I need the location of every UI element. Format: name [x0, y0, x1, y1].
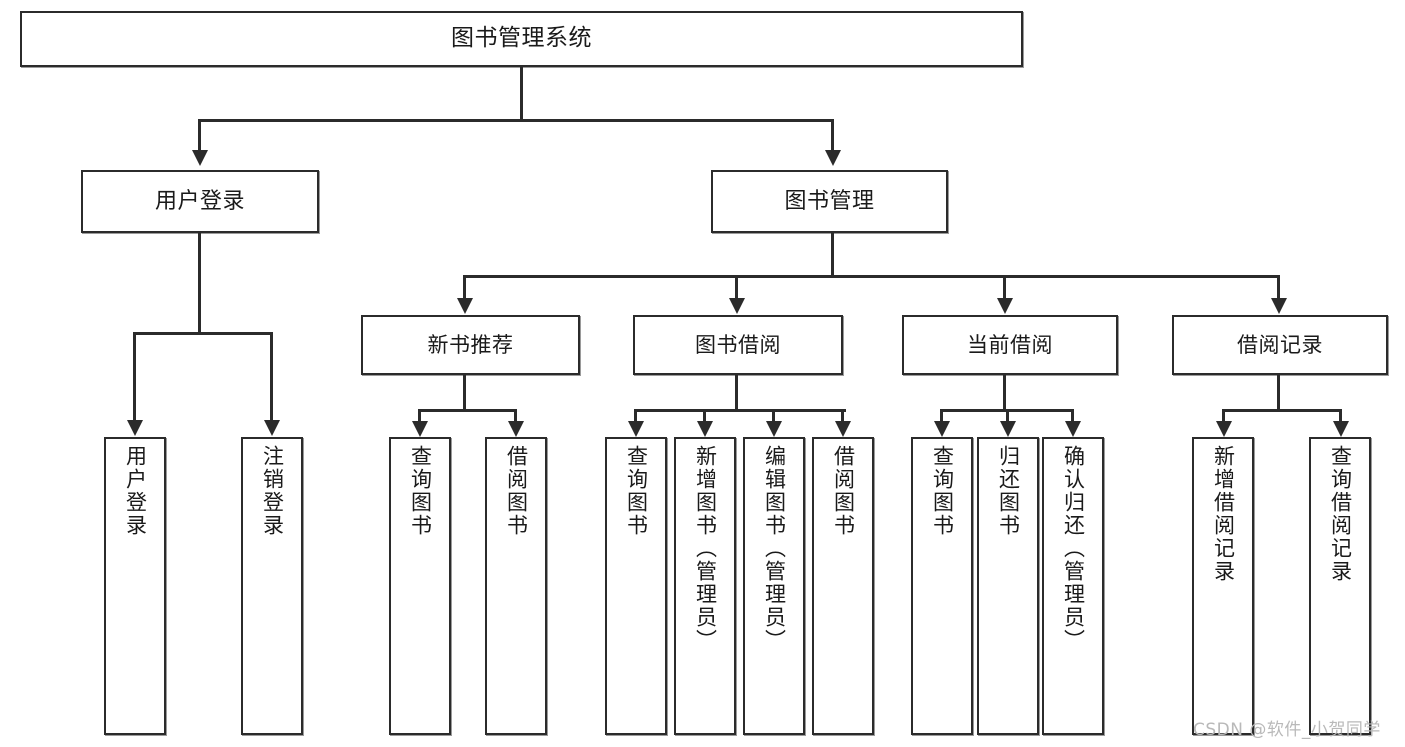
node-leaf-query-book-2[interactable]: 查询图书	[605, 437, 667, 735]
connector-book-borrow-to-leaf-4	[841, 409, 844, 423]
connector-current-borrow-to-leaf-3	[1071, 409, 1074, 423]
connector-new-book-bus	[418, 409, 517, 412]
arrowhead-to-leaf-add-book	[697, 421, 713, 437]
arrowhead-to-leaf-return-book	[1000, 421, 1016, 437]
node-leaf-confirm-return[interactable]: 确认归还（管理员）	[1042, 437, 1104, 735]
connector-user-login-to-leaf-1	[133, 332, 136, 421]
arrowhead-to-leaf-query-book-2	[628, 421, 644, 437]
node-leaf-return-book[interactable]: 归还图书	[977, 437, 1039, 735]
connector-book-borrow-bus	[634, 409, 846, 412]
connector-root-to-book-manage	[831, 119, 834, 151]
node-leaf-borrow-book-1[interactable]: 借阅图书	[485, 437, 547, 735]
node-user-login[interactable]: 用户登录	[81, 170, 319, 233]
connector-book-manage-to-current-borrow	[1003, 275, 1006, 299]
connector-root-to-user-login	[198, 119, 201, 151]
node-leaf-query-book-3[interactable]: 查询图书	[911, 437, 973, 735]
node-leaf-query-record[interactable]: 查询借阅记录	[1309, 437, 1371, 735]
arrowhead-to-leaf-confirm-return	[1065, 421, 1081, 437]
connector-root-stem	[520, 67, 523, 121]
node-leaf-user-login[interactable]: 用户登录	[104, 437, 166, 735]
arrowhead-to-user-login	[192, 150, 208, 166]
node-leaf-edit-book[interactable]: 编辑图书（管理员）	[743, 437, 805, 735]
connector-borrow-record-bus	[1222, 409, 1342, 412]
connector-user-login-to-leaf-2	[270, 332, 273, 421]
node-label: 注销登录	[260, 445, 285, 537]
node-label: 查询图书	[624, 445, 649, 537]
connector-borrow-record-to-leaf-1	[1222, 409, 1225, 423]
node-label: 图书管理	[784, 188, 875, 214]
connector-new-book-to-leaf-2	[514, 409, 517, 423]
node-leaf-add-book[interactable]: 新增图书（管理员）	[674, 437, 736, 735]
node-label: 编辑图书（管理员）	[762, 445, 787, 652]
connector-book-borrow-to-leaf-2	[703, 409, 706, 423]
arrowhead-to-leaf-query-book-3	[934, 421, 950, 437]
node-label: 确认归还（管理员）	[1061, 445, 1086, 652]
connector-user-login-stem	[198, 233, 201, 334]
connector-borrow-record-stem	[1277, 375, 1280, 411]
connector-book-borrow-stem	[735, 375, 738, 411]
node-label: 图书借阅	[695, 332, 781, 357]
connector-borrow-record-to-leaf-2	[1339, 409, 1342, 423]
node-leaf-borrow-book-2[interactable]: 借阅图书	[812, 437, 874, 735]
arrowhead-to-leaf-edit-book	[766, 421, 782, 437]
node-label: 查询图书	[408, 445, 433, 537]
connector-book-manage-stem	[831, 233, 834, 277]
node-label: 借阅图书	[504, 445, 529, 537]
connector-root-bus	[198, 119, 834, 122]
node-root-system[interactable]: 图书管理系统	[20, 11, 1023, 67]
node-label: 查询借阅记录	[1328, 445, 1353, 583]
connector-book-manage-bus	[463, 275, 1280, 278]
connector-current-borrow-stem	[1003, 375, 1006, 411]
node-label: 借阅记录	[1237, 332, 1323, 357]
node-leaf-add-record[interactable]: 新增借阅记录	[1192, 437, 1254, 735]
node-label: 图书管理系统	[451, 25, 592, 52]
arrowhead-to-leaf-logout	[264, 420, 280, 436]
node-label: 当前借阅	[967, 332, 1053, 357]
node-label: 归还图书	[996, 445, 1021, 537]
connector-current-borrow-to-leaf-1	[940, 409, 943, 423]
arrowhead-to-leaf-user-login	[127, 420, 143, 436]
node-new-book-recommend[interactable]: 新书推荐	[361, 315, 580, 375]
connector-book-manage-to-borrow-record	[1277, 275, 1280, 299]
node-current-borrow[interactable]: 当前借阅	[902, 315, 1118, 375]
node-book-borrow[interactable]: 图书借阅	[633, 315, 843, 375]
connector-book-borrow-to-leaf-3	[772, 409, 775, 423]
node-book-manage[interactable]: 图书管理	[711, 170, 948, 233]
node-label: 借阅图书	[831, 445, 856, 537]
arrowhead-to-leaf-query-book-1	[412, 421, 428, 437]
arrowhead-to-leaf-query-record	[1333, 421, 1349, 437]
connector-book-borrow-to-leaf-1	[634, 409, 637, 423]
node-label: 查询图书	[930, 445, 955, 537]
arrowhead-to-leaf-borrow-book-2	[835, 421, 851, 437]
connector-user-login-bus	[133, 332, 273, 335]
arrowhead-to-leaf-borrow-book-1	[508, 421, 524, 437]
arrowhead-to-current-borrow	[997, 298, 1013, 314]
connector-current-borrow-to-leaf-2	[1006, 409, 1009, 423]
node-label: 新增借阅记录	[1211, 445, 1236, 583]
arrowhead-to-new-book-recommend	[457, 298, 473, 314]
node-borrow-record[interactable]: 借阅记录	[1172, 315, 1388, 375]
node-label: 用户登录	[123, 445, 148, 537]
connector-book-manage-to-new-book	[463, 275, 466, 299]
arrowhead-to-book-manage	[825, 150, 841, 166]
arrowhead-to-leaf-add-record	[1216, 421, 1232, 437]
node-leaf-query-book-1[interactable]: 查询图书	[389, 437, 451, 735]
connector-new-book-stem	[463, 375, 466, 411]
arrowhead-to-book-borrow	[729, 298, 745, 314]
arrowhead-to-borrow-record	[1271, 298, 1287, 314]
connector-new-book-to-leaf-1	[418, 409, 421, 423]
node-label: 用户登录	[154, 188, 245, 214]
connector-book-manage-to-book-borrow	[735, 275, 738, 299]
node-label: 新书推荐	[427, 332, 514, 357]
node-leaf-logout[interactable]: 注销登录	[241, 437, 303, 735]
node-label: 新增图书（管理员）	[693, 445, 718, 652]
